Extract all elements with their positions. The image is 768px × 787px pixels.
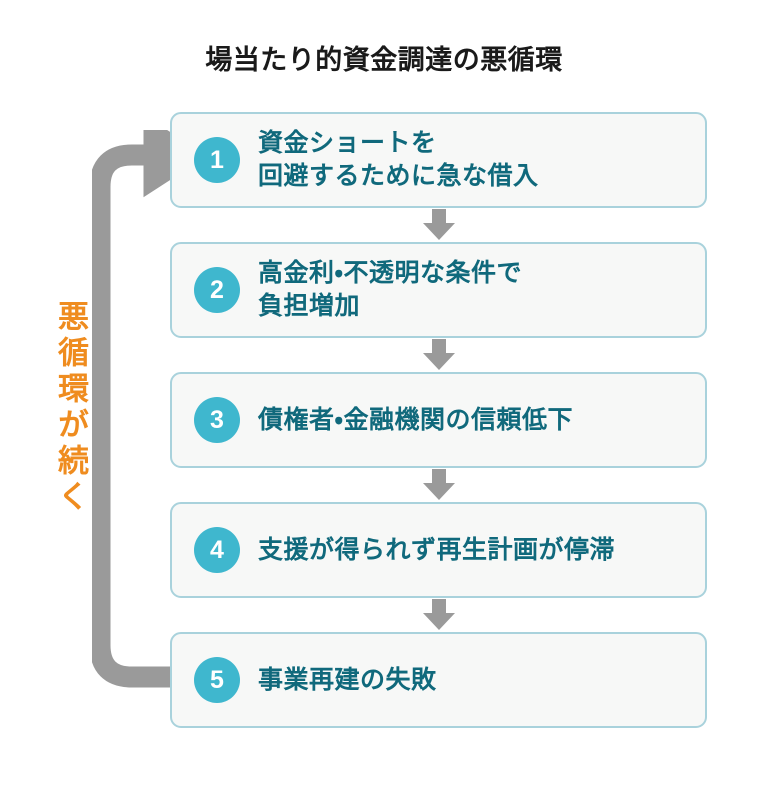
step-number-badge-5: 5	[194, 657, 240, 703]
page-title: 場当たり的資金調達の悪循環	[205, 45, 563, 75]
connector-4	[170, 598, 707, 632]
step-number-badge-3: 3	[194, 397, 240, 443]
step-label-5: 事業再建の失敗	[258, 665, 437, 694]
step-label-4: 支援が得られず再生計画が停滞	[258, 535, 616, 564]
down-arrow-icon	[422, 209, 455, 240]
down-arrow-icon	[422, 469, 455, 500]
connector-3	[170, 468, 707, 502]
step-box-2[interactable]: 2 高金利・不透明な条件で 負担増加	[170, 242, 707, 338]
step-number-badge-4: 4	[194, 527, 240, 573]
connector-2	[170, 338, 707, 372]
down-arrow-icon	[422, 339, 455, 370]
step-label-2: 高金利・不透明な条件で 負担増加	[258, 259, 523, 320]
connector-1	[170, 208, 707, 242]
step-box-1[interactable]: 1 資金ショートを 回避するために急な借入	[170, 112, 707, 208]
step-label-1: 資金ショートを 回避するために急な借入	[258, 129, 539, 190]
step-box-5[interactable]: 5 事業再建の失敗	[170, 632, 707, 728]
step-number-badge-2: 2	[194, 267, 240, 313]
step-number-badge-1: 1	[194, 137, 240, 183]
step-box-3[interactable]: 3 債権者・金融機関の信頼低下	[170, 372, 707, 468]
steps-list: 1 資金ショートを 回避するために急な借入 2 高金利・不透明な条件で 負担増加…	[170, 112, 707, 728]
step-box-4[interactable]: 4 支援が得られず再生計画が停滞	[170, 502, 707, 598]
loop-label: 悪循環が続く	[53, 300, 88, 516]
down-arrow-icon	[422, 599, 455, 630]
step-label-3: 債権者・金融機関の信頼低下	[258, 405, 574, 434]
